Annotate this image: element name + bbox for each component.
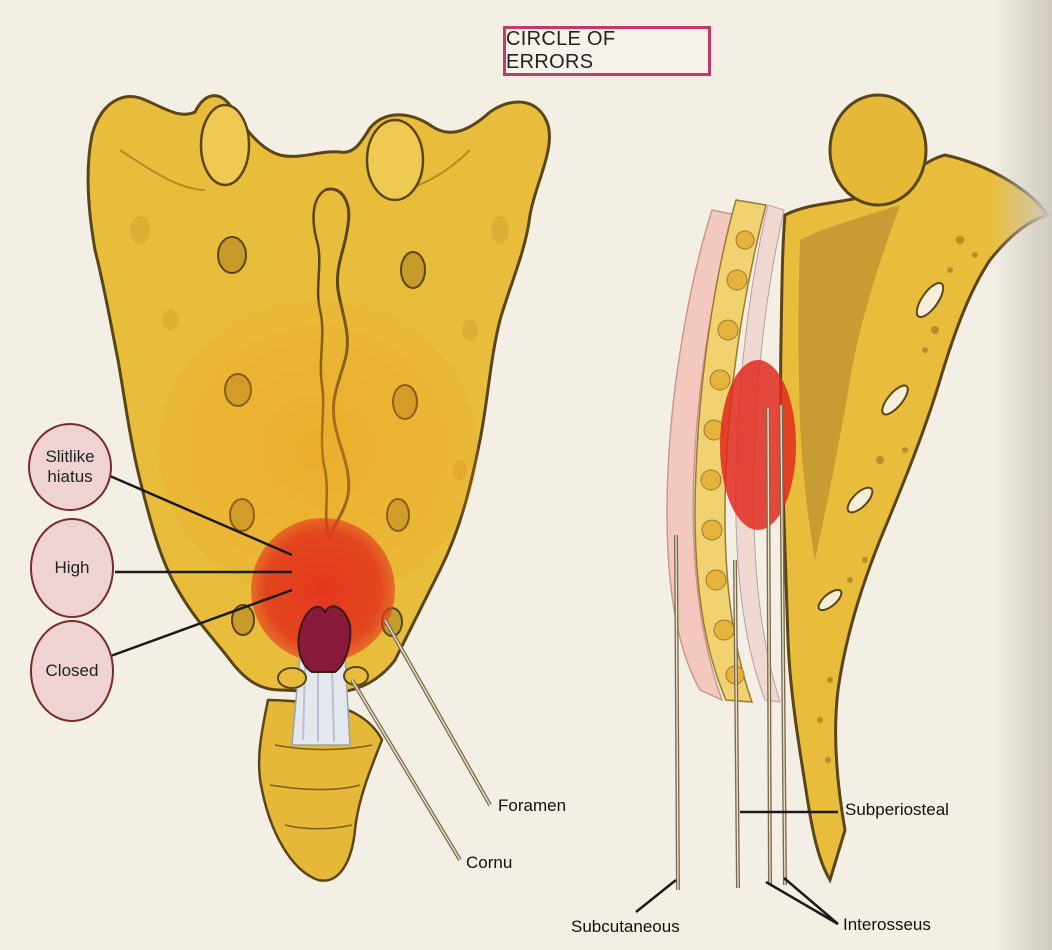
callout-slitlike-hiatus: Slitlike hiatus: [28, 423, 112, 511]
callout-closed-text: Closed: [46, 661, 99, 681]
diagram-title-text: CIRCLE OF ERRORS: [506, 28, 708, 74]
superior-articular-process-left: [201, 105, 249, 185]
circle-of-errors-sagittal: [720, 360, 796, 530]
sacral-cornu-right: [344, 667, 368, 685]
label-cornu: Cornu: [466, 853, 512, 873]
label-interosseus: Interosseus: [843, 915, 931, 935]
label-foramen: Foramen: [498, 796, 566, 816]
superior-articular-process-right: [367, 120, 423, 200]
sacral-cornu-left: [278, 668, 306, 688]
callout-closed: Closed: [30, 620, 114, 722]
sacral-promontory: [830, 95, 926, 205]
sacrum-posterior-view: [88, 96, 549, 881]
sacrum-sagittal-section: [636, 95, 1048, 924]
diagram-title: CIRCLE OF ERRORS: [503, 26, 711, 76]
label-subcutaneous: Subcutaneous: [571, 917, 680, 937]
callout-slitlike-hiatus-text: Slitlike hiatus: [36, 447, 104, 487]
page-edge-shadow: [992, 0, 1052, 950]
label-subperiosteal: Subperiosteal: [845, 800, 949, 820]
sacral-hiatus: [299, 606, 351, 672]
callout-high-text: High: [55, 558, 90, 578]
callout-high: High: [30, 518, 114, 618]
